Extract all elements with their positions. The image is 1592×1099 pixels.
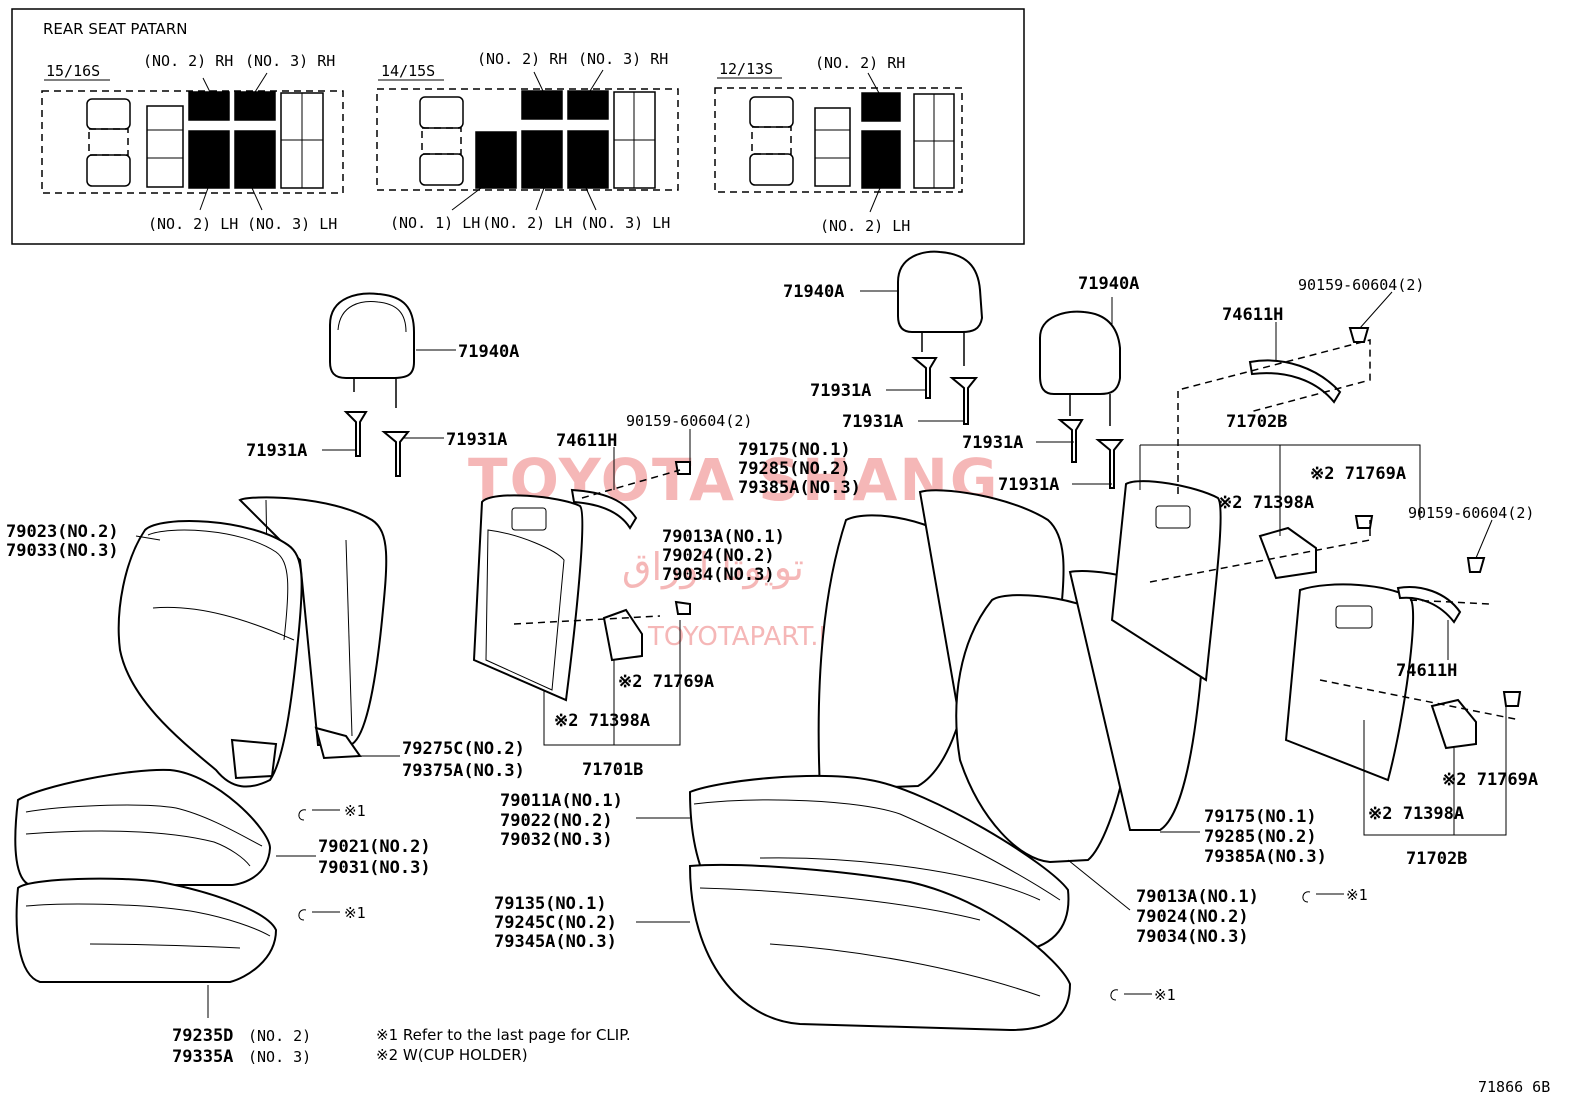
- clip-ref-4: ※1: [1154, 986, 1176, 1004]
- part-screw-mid: 90159-60604(2): [626, 412, 752, 430]
- part-bracket-right: 71702B: [1406, 849, 1467, 869]
- part-cushion-mid-1: 79011A(NO.1): [500, 791, 623, 811]
- pattern-name: 14/15S: [381, 62, 435, 80]
- footnotes: ※1 Refer to the last page for CLIP. ※2 W…: [376, 1026, 1550, 1096]
- label-no3-lh: (NO. 3) LH: [247, 215, 337, 233]
- part-cushion-left-1: 79021(NO.2): [318, 837, 431, 857]
- label-no2-lh: (NO. 2) LH: [148, 215, 238, 233]
- note-1: ※1 Refer to the last page for CLIP.: [376, 1026, 631, 1044]
- part-support-r1: 71931A: [962, 433, 1023, 453]
- part-cushion-mid-2: 79022(NO.2): [500, 811, 613, 831]
- part-support-r2: 71931A: [998, 475, 1059, 495]
- part-cushion-left-2: 79031(NO.3): [318, 858, 431, 878]
- pattern-name: 15/16S: [46, 62, 100, 80]
- clip-ref-2: ※1: [344, 904, 366, 922]
- label-no1-lh: (NO. 1) LH: [390, 214, 480, 232]
- label-no2-rh: (NO. 2) RH: [815, 54, 905, 72]
- label-no2-lh: (NO. 2) LH: [820, 217, 910, 235]
- pattern-name: 12/13S: [719, 60, 773, 78]
- clip-ref-1: ※1: [344, 802, 366, 820]
- part-support-l1: 71931A: [246, 441, 307, 461]
- part-screw-top: 90159-60604(2): [1298, 276, 1424, 294]
- part-pad-left-a: 79235D: [172, 1026, 233, 1046]
- part-board-mid-3: 79034(NO.3): [662, 565, 775, 585]
- part-clip-mid: ※2 71769A: [618, 672, 714, 692]
- part-pad-mid-3: 79345A(NO.3): [494, 932, 617, 952]
- part-cover-mid-3: 79385A(NO.3): [738, 478, 861, 498]
- watermark-site: TOYOTAPART.IR: [647, 622, 844, 652]
- pattern-14-15s: 14/15S (NO. 2) RH (NO. 3) RH (NO. 1) LH …: [376, 50, 679, 232]
- part-clip-top: ※2 71769A: [1310, 464, 1406, 484]
- label-no2-rh: (NO. 2) RH: [477, 50, 567, 68]
- watermark-arabic: تویوتا اوراق: [622, 545, 804, 590]
- part-pad-left-b: 79335A: [172, 1047, 233, 1067]
- part-board-right-3: 79034(NO.3): [1136, 927, 1249, 947]
- part-support-l2: 71931A: [446, 430, 507, 450]
- part-board-right-2: 79024(NO.2): [1136, 907, 1249, 927]
- part-support-m2: 71931A: [842, 412, 903, 432]
- part-cushion-mid-3: 79032(NO.3): [500, 830, 613, 850]
- part-screw-right: 90159-60604(2): [1408, 504, 1534, 522]
- part-clip-right: ※2 71769A: [1442, 770, 1538, 790]
- label-no3-rh: (NO. 3) RH: [245, 52, 335, 70]
- part-board-right-1: 79013A(NO.1): [1136, 887, 1259, 907]
- label-no3-lh: (NO. 3) LH: [580, 214, 670, 232]
- part-pad-mid-1: 79135(NO.1): [494, 894, 607, 914]
- part-headrest-mid: 71940A: [783, 282, 844, 302]
- part-hinge-mid: ※2 71398A: [554, 711, 650, 731]
- part-cover-right-2: 79285(NO.2): [1204, 827, 1317, 847]
- part-cover-mid-2: 79285(NO.2): [738, 459, 851, 479]
- part-bracket-mid: 71701B: [582, 760, 643, 780]
- part-trim-left-1: 79275C(NO.2): [402, 739, 525, 759]
- clip-ref-3: ※1: [1346, 886, 1368, 904]
- label-no3-rh: (NO. 3) RH: [578, 50, 668, 68]
- pattern-12-13s: 12/13S (NO. 2) RH (NO. 2) LH: [714, 54, 963, 235]
- left-seat-drawing: [14, 292, 415, 983]
- part-handle-right: 74611H: [1396, 661, 1457, 681]
- part-hinge-right: ※2 71398A: [1368, 804, 1464, 824]
- rear-seat-pattern-box: REAR SEAT PATARN 15/16S (NO. 2) RH (NO: [11, 8, 1025, 245]
- middle-seat-drawing: [298, 250, 1522, 1032]
- part-board-mid-2: 79024(NO.2): [662, 546, 775, 566]
- part-labels: 71940A 71940A 71940A 71931A 71931A 71931…: [6, 274, 1538, 1067]
- part-board-mid-1: 79013A(NO.1): [662, 527, 785, 547]
- leader-lines: [135, 290, 1507, 1018]
- pattern-15-16s: 15/16S (NO. 2) RH (NO. 3) RH (NO. 2) LH …: [41, 52, 344, 233]
- part-back-left-1: 79023(NO.2): [6, 522, 119, 542]
- note-2: ※2 W(CUP HOLDER): [376, 1046, 528, 1064]
- part-support-m1: 71931A: [810, 381, 871, 401]
- label-no2-lh: (NO. 2) LH: [482, 214, 572, 232]
- part-hinge-top: ※2 71398A: [1218, 493, 1314, 513]
- part-pad-left-a-no: (NO. 2): [248, 1027, 311, 1045]
- part-bracket-top: 71702B: [1226, 412, 1287, 432]
- part-headrest-left: 71940A: [458, 342, 519, 362]
- part-cover-mid-1: 79175(NO.1): [738, 440, 851, 460]
- part-cover-right-1: 79175(NO.1): [1204, 807, 1317, 827]
- part-pad-left-b-no: (NO. 3): [248, 1048, 311, 1066]
- part-handle-mid: 74611H: [556, 431, 617, 451]
- part-back-left-2: 79033(NO.3): [6, 541, 119, 561]
- label-no2-rh: (NO. 2) RH: [143, 52, 233, 70]
- part-trim-left-2: 79375A(NO.3): [402, 761, 525, 781]
- pattern-title: REAR SEAT PATARN: [43, 20, 187, 38]
- diagram-id: 71866 6B: [1478, 1078, 1550, 1096]
- part-headrest-right: 71940A: [1078, 274, 1139, 294]
- part-cover-right-3: 79385A(NO.3): [1204, 847, 1327, 867]
- part-pad-mid-2: 79245C(NO.2): [494, 913, 617, 933]
- part-handle-top: 74611H: [1222, 305, 1283, 325]
